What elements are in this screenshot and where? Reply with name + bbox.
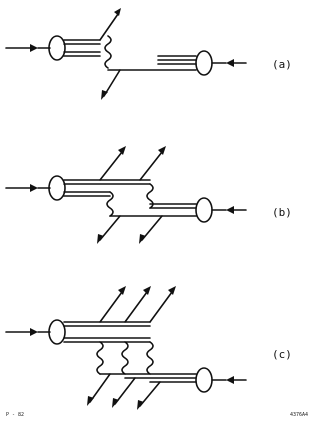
gluon-exchange-a [104, 35, 112, 69]
gluon-exchange-c-3 [146, 341, 154, 375]
arrow-icon [226, 376, 234, 384]
label-c: (c) [272, 348, 292, 361]
outgoing-parton-a-top [99, 13, 119, 41]
corner-code-left: P - 82 [6, 412, 24, 418]
hadron-blob-left-b [48, 175, 66, 201]
hadron-blob-left-c [48, 319, 66, 345]
label-b: (b) [272, 206, 292, 219]
gluon-exchange-b-1 [106, 191, 114, 217]
hadron-blob-left-a [48, 35, 66, 61]
hadron-blob-right-b [195, 197, 213, 223]
arrow-icon [226, 206, 234, 214]
arrow-icon [30, 328, 38, 336]
arrow-icon [30, 44, 38, 52]
gluon-exchange-c-1 [96, 341, 104, 375]
hadron-blob-right-c [195, 367, 213, 393]
hadron-blob-right-a [195, 50, 213, 76]
diagram-c: (c) [5, 286, 292, 410]
label-a: (a) [272, 58, 292, 71]
diagram-b: (b) [5, 146, 292, 244]
arrow-icon [226, 59, 234, 67]
arrow-icon [30, 184, 38, 192]
corner-code-right: 4376A4 [290, 412, 308, 418]
diagram-a: (a) [5, 8, 292, 100]
gluon-exchange-c-2 [121, 341, 129, 375]
